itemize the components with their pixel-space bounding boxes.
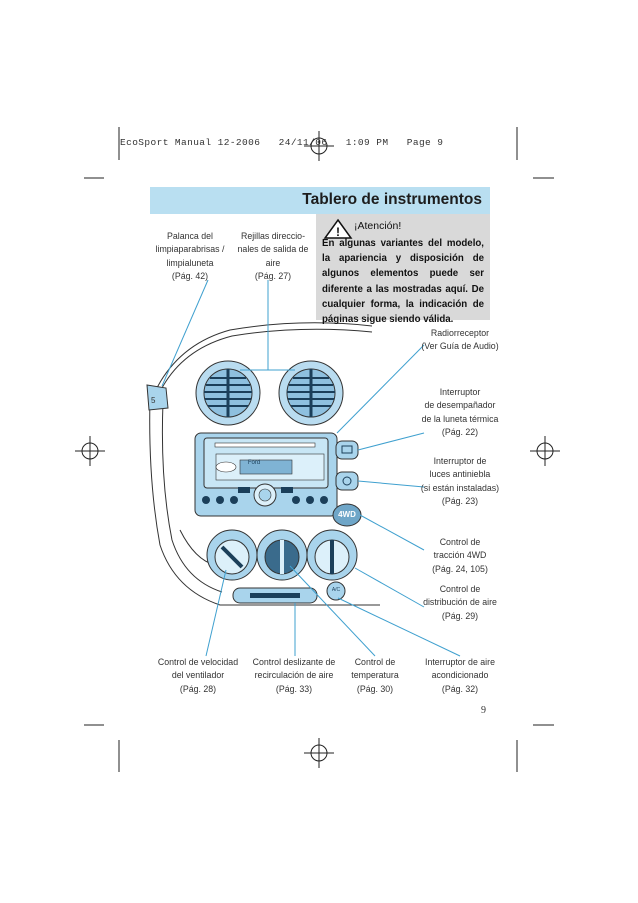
right-air-vent <box>278 360 344 426</box>
print-slug: EcoSport Manual 12-2006 24/11/06 1:09 PM… <box>120 137 444 148</box>
warning-heading: ¡Atención! <box>354 220 402 232</box>
crop-marks <box>84 127 554 772</box>
warning-box: ! ¡Atención! En algunas variantes del mo… <box>316 214 490 325</box>
page-title: Tablero de instrumentos <box>302 191 482 208</box>
left-air-vent <box>195 360 261 426</box>
side-buttons <box>332 440 362 527</box>
wiper-stalk-drawing: 5 <box>146 384 169 411</box>
svg-text:!: ! <box>336 225 340 239</box>
leader-lines <box>161 279 461 657</box>
title-bar: Tablero de instrumentos <box>150 187 490 214</box>
radio-unit <box>194 432 338 517</box>
svg-text:5: 5 <box>151 396 156 405</box>
ac-button-label: A/C <box>331 587 341 593</box>
page-number: 9 <box>481 705 486 716</box>
awd-button-label: 4WD <box>338 510 356 519</box>
registration-marks <box>75 131 560 768</box>
warning-triangle-icon: ! <box>323 218 353 239</box>
radio-brand-logo: Ford <box>247 460 261 466</box>
warning-body: En algunas variantes del modelo, la apar… <box>322 238 484 326</box>
hvac-panel <box>206 529 358 604</box>
label-radio: Radiorreceptor(Ver Guía de Audio) <box>421 328 499 352</box>
